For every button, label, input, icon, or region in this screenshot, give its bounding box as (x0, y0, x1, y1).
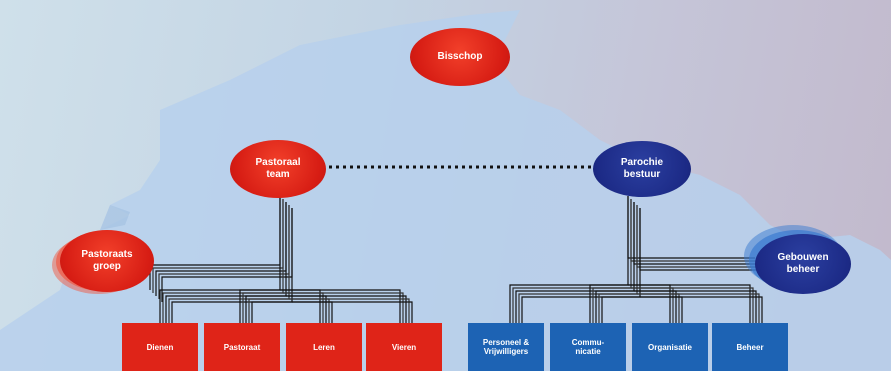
wire-to-personeel (515, 202, 635, 329)
box-communicatie: Commu- nicatie (550, 323, 626, 371)
pastoraatsgroep-node: Pastoraats groep (60, 230, 154, 292)
wire-to-dienen (165, 202, 287, 329)
wire-to-pastoraat (242, 292, 283, 326)
wire-to-communicatie (598, 293, 637, 332)
parochie-bestuur-node: Parochie bestuur (593, 141, 691, 197)
box-organisatie: Organisatie (632, 323, 708, 371)
wire-to-beheer (637, 293, 760, 332)
wire-to-beheer (628, 284, 751, 323)
wire-to-beheer (640, 296, 763, 335)
wire-to-dienen (171, 208, 293, 335)
gebouwen-beheer-node: Gebouwen beheer (755, 234, 851, 294)
wire-to-pastoraat (245, 295, 286, 329)
wire-to-personeel (518, 205, 638, 332)
wire-to-pastoraat (248, 298, 289, 332)
map-land (0, 10, 891, 371)
wire-to-dienen (159, 196, 281, 323)
wire-to-dienen (162, 199, 284, 326)
box-dienen: Dienen (122, 323, 198, 371)
box-vieren: Vieren (366, 323, 442, 371)
wire-to-personeel (512, 199, 632, 326)
wire-to-communicatie (595, 290, 634, 329)
wire-to-personeel (521, 208, 641, 335)
wire-to-communicatie (592, 287, 631, 326)
box-pastoraat: Pastoraat (204, 323, 280, 371)
pastoraal-team-node: Pastoraal team (230, 140, 326, 198)
wire-to-vieren (280, 289, 401, 323)
wire-to-vieren (283, 292, 404, 326)
wire-to-beheer (634, 290, 757, 329)
box-beheer: Beheer (712, 323, 788, 371)
box-leren: Leren (286, 323, 362, 371)
wire-to-pastoraat (239, 289, 280, 323)
bisschop-node: Bisschop (410, 28, 510, 86)
wire-to-beheer (631, 287, 754, 326)
wire-to-vieren (289, 298, 410, 332)
wire-to-personeel (509, 196, 629, 323)
wire-to-vieren (286, 295, 407, 329)
wire-to-communicatie (601, 296, 640, 335)
wire-to-communicatie (589, 284, 628, 323)
box-personeel-vrijwilligers: Personeel & Vrijwilligers (468, 323, 544, 371)
wire-to-dienen (168, 205, 290, 332)
map-coast-detail (100, 205, 130, 230)
